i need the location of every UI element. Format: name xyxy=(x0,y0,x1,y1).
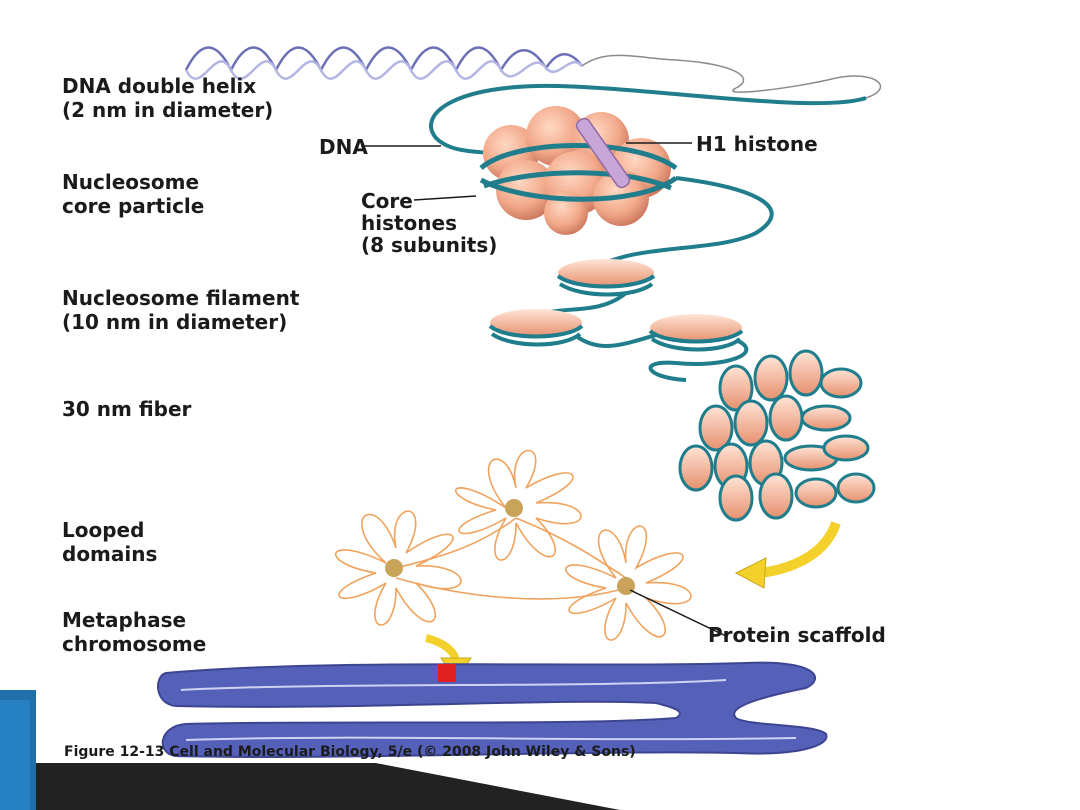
label-h1-histone: H1 histone xyxy=(696,132,818,156)
dna-double-helix xyxy=(184,46,882,99)
looped-domains xyxy=(334,449,692,641)
pointer-core-histones xyxy=(413,195,477,201)
label-nucleosome-core-particle: Nucleosome core particle xyxy=(62,170,205,218)
nucleosome-filament xyxy=(488,259,749,382)
30nm-fiber xyxy=(678,349,876,522)
chromatin-diagram xyxy=(157,46,882,758)
chromatin-figure: DNA double helix (2 nm in diameter) DNA … xyxy=(36,18,1026,763)
label-dna: DNA xyxy=(319,135,368,159)
label-30nm-fiber: 30 nm fiber xyxy=(62,397,192,421)
nucleosome-core-particle xyxy=(479,106,678,235)
metaphase-chromosome xyxy=(157,661,828,758)
figure-caption: Figure 12-13 Cell and Molecular Biology,… xyxy=(64,744,636,760)
label-looped-domains: Looped domains xyxy=(62,518,158,566)
label-metaphase-chromosome: Metaphase chromosome xyxy=(62,608,207,656)
pointer-h1 xyxy=(626,142,692,144)
protein-scaffold-pointer xyxy=(629,589,727,637)
centromere-mark xyxy=(438,664,456,682)
protein-scaffold-cores xyxy=(385,499,635,595)
pointer-dna xyxy=(361,145,441,147)
h1-histone xyxy=(575,117,631,189)
arrow-fiber-to-loops xyxy=(760,521,841,578)
dna-strand xyxy=(429,83,867,160)
label-dna-double-helix: DNA double helix (2 nm in diameter) xyxy=(62,74,274,122)
label-core-histones: Core histones (8 subunits) xyxy=(361,189,498,257)
label-protein-scaffold: Protein scaffold xyxy=(708,623,886,647)
slide-accent-wedge xyxy=(36,760,620,810)
label-nucleosome-filament: Nucleosome filament (10 nm in diameter) xyxy=(62,286,300,334)
